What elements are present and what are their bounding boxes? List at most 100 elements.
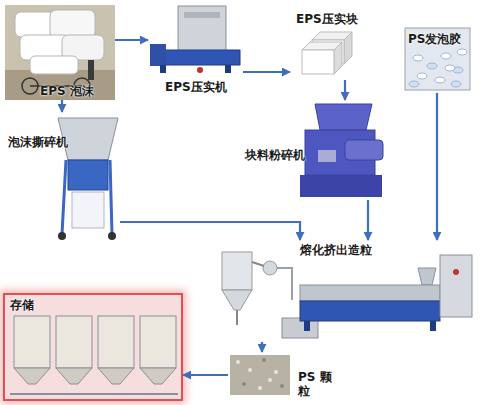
foam-photo-part (30, 56, 78, 74)
compactor-machine-part (160, 65, 166, 73)
storage-box: 存储 (3, 293, 183, 401)
extrusion-line-part (277, 268, 292, 300)
compactor-machine (150, 6, 240, 73)
node-label: PS 颗粒 (298, 370, 338, 398)
storage-photo-part (5, 295, 181, 399)
flow-arrow (243, 71, 290, 73)
foam-source: EPS 泡沫 (5, 5, 115, 100)
node-label: 块料粉碎机 (245, 148, 305, 162)
flow-arrow (436, 93, 438, 240)
crusher-machine-part (318, 150, 336, 162)
shredder-machine-part (68, 160, 108, 190)
extrusion-line-part (222, 252, 252, 290)
granules-photo-part (274, 370, 278, 374)
node-label: 熔化挤出造粒 (300, 243, 372, 257)
node-label: EPS压实块 (296, 12, 358, 26)
node-label: EPS压实机 (165, 80, 227, 94)
extrusion-line-part (300, 301, 440, 321)
granules-photo-part (236, 360, 240, 364)
flow-arrow (115, 39, 148, 41)
granules-photo-part (262, 358, 266, 362)
flow-arrow (344, 80, 346, 100)
ps-foam-photo-part (435, 77, 445, 83)
storage-photo-part (14, 368, 50, 384)
crusher-machine-part (345, 140, 383, 160)
extrusion-line-part (263, 261, 277, 275)
storage-photo-part (98, 316, 134, 368)
ps-foam-photo-part (445, 65, 455, 71)
node-label: 存储 (10, 298, 34, 312)
extrusion-line-part (300, 285, 440, 301)
foam-photo-part (5, 5, 115, 100)
foam-photo (5, 5, 115, 100)
granules-photo-part (230, 355, 290, 395)
storage-photo-part (140, 368, 176, 384)
compactor-machine-part (178, 6, 226, 52)
shredder-machine-part (72, 192, 104, 228)
crusher-machine-part (315, 104, 372, 130)
flow-arrow (261, 342, 263, 352)
granules-photo-part (242, 382, 246, 386)
storage-photo-part (56, 316, 92, 368)
ps-foam-photo-part (451, 81, 461, 87)
extrusion-line-part (222, 290, 252, 310)
ps-foam-photo-part (441, 53, 451, 59)
extrusion-line-part (418, 268, 436, 285)
shredder-machine-part (58, 232, 66, 240)
extrusion-line-part (440, 255, 472, 317)
compactor-machine-part (150, 44, 166, 66)
crusher-machine (300, 104, 383, 197)
compactor-box: EPS压实机 (148, 3, 243, 95)
extrusion-line-part (304, 321, 310, 331)
storage-photo-part (10, 393, 178, 395)
ps-foam-photo-part (457, 49, 467, 55)
extruder-box: 熔化挤出造粒 (210, 240, 475, 342)
storage-photo-part (14, 316, 50, 368)
block-product: EPS压实块 (290, 10, 360, 80)
foam-photo-part (15, 12, 55, 37)
extrusion-line (222, 252, 472, 338)
storage-photo-part (140, 316, 176, 368)
ps-foam-photo (405, 28, 470, 90)
crusher-box: 块料粉碎机 (240, 100, 390, 200)
shredder-machine-part (110, 160, 112, 234)
flow-arrow (367, 200, 369, 240)
flow-arrow (61, 100, 63, 112)
compacted-blocks (302, 32, 352, 74)
granules-photo-part (258, 386, 262, 390)
ps-foam-photo-part (405, 28, 470, 90)
flow-arrow (183, 374, 228, 376)
shredder-machine-part (108, 232, 116, 240)
shredder-box: 泡沫撕碎机 (5, 112, 120, 242)
storage-photo (5, 295, 181, 399)
compactor-machine-part (197, 67, 203, 73)
compactor-machine-part (184, 12, 220, 18)
extrusion-line-part (453, 269, 459, 275)
node-label: 泡沫撕碎机 (8, 135, 68, 149)
foam-photo-part (88, 60, 94, 80)
compacted-blocks-part (344, 32, 352, 64)
node-label: PS发泡胶 (408, 32, 461, 46)
compacted-blocks-part (302, 50, 334, 74)
ps-foam-photo-part (427, 63, 437, 69)
extrusion-line-part (236, 310, 238, 325)
granules-photo (230, 355, 290, 395)
ps-foam-photo-part (413, 55, 423, 61)
granules-photo-part (248, 368, 252, 372)
ps-foam-source: PS发泡胶 (400, 28, 472, 93)
crusher-machine-part (300, 175, 382, 197)
shredder-machine-part (62, 160, 66, 234)
node-label: EPS 泡沫 (40, 84, 94, 98)
ps-foam-photo-part (409, 81, 419, 87)
compacted-blocks-part (334, 42, 342, 74)
flow-arrow (120, 222, 300, 240)
granules-photo-part (268, 378, 272, 382)
granule-product: PS 颗粒 (228, 352, 338, 398)
storage-photo-part (56, 368, 92, 384)
foam-photo-part (50, 10, 95, 38)
compactor-machine-part (225, 65, 231, 73)
